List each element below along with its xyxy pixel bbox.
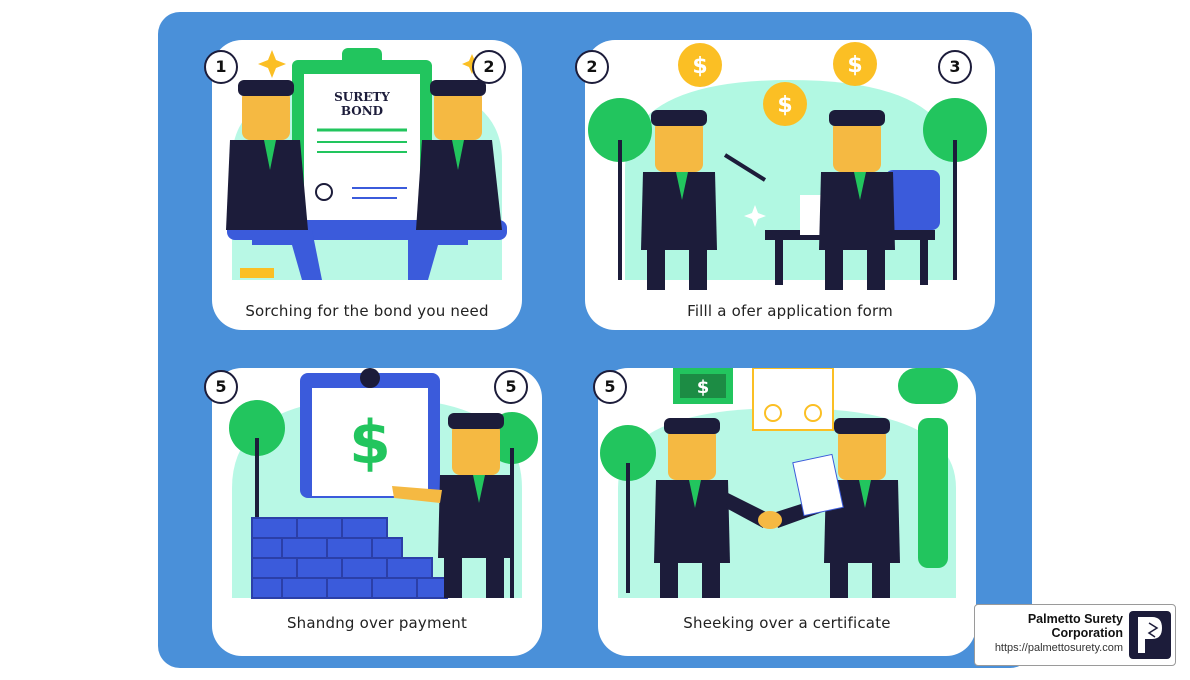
surety-bond-title: SURETY BOND bbox=[334, 90, 390, 118]
step-caption: Sorching for the bond you need bbox=[245, 302, 489, 320]
step-caption: Sheeking over a certificate bbox=[683, 614, 891, 632]
step-number-badge: 5 bbox=[593, 370, 627, 404]
panel-step-payment: $ Shandng over payment bbox=[212, 368, 542, 656]
brand-badge[interactable]: Palmetto Surety Corporation https://palm… bbox=[974, 604, 1176, 666]
step-number-badge: 3 bbox=[938, 50, 972, 84]
step-caption: Shandng over payment bbox=[286, 614, 468, 632]
svg-text:$: $ bbox=[847, 53, 862, 78]
panel-step-searching: SURETY BOND Sorching for the bond you ne… bbox=[212, 40, 522, 330]
svg-text:$: $ bbox=[777, 93, 792, 118]
svg-text:$: $ bbox=[692, 54, 707, 79]
palmetto-logo-icon bbox=[1129, 611, 1171, 659]
step-number-badge: 5 bbox=[494, 370, 528, 404]
step-number-badge: 2 bbox=[472, 50, 506, 84]
certificate-illustration: $ bbox=[600, 368, 958, 598]
searching-illustration bbox=[226, 48, 507, 280]
panel-step-application: $ $ $ Filll a ofer application form bbox=[585, 40, 995, 330]
brand-name: Palmetto Surety Corporation bbox=[1027, 612, 1123, 640]
step-number-badge: 1 bbox=[204, 50, 238, 84]
brand-url[interactable]: https://palmettosurety.com bbox=[994, 642, 1123, 654]
step-caption: Filll a ofer application form bbox=[687, 302, 893, 320]
payment-illustration: $ bbox=[229, 368, 538, 599]
svg-text:$: $ bbox=[349, 408, 391, 478]
step-number-badge: 2 bbox=[575, 50, 609, 84]
panel-step-certificate: $ Sheeking over a certificate bbox=[598, 368, 976, 656]
application-illustration: $ $ $ bbox=[588, 42, 987, 290]
svg-text:$: $ bbox=[697, 377, 710, 398]
step-number-badge: 5 bbox=[204, 370, 238, 404]
